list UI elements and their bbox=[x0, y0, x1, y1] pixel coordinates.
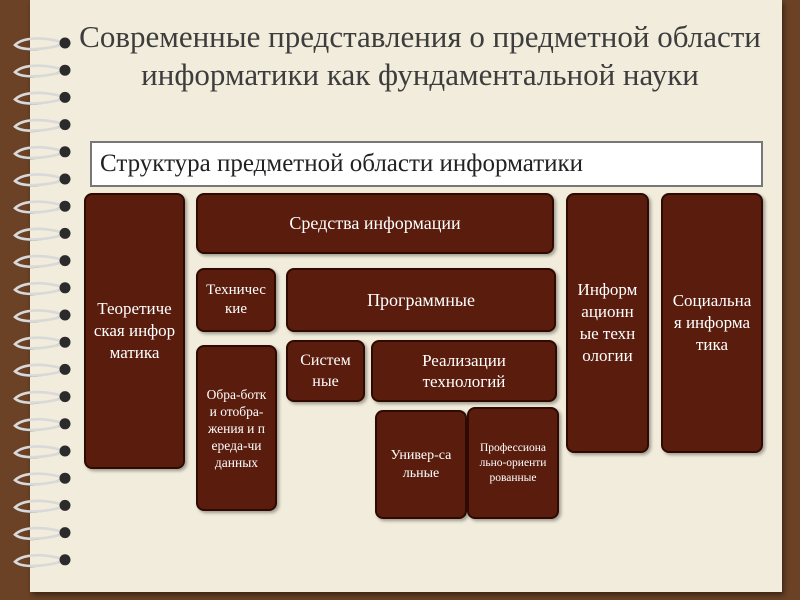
node-data-processing: Обра-ботки отобра-жения и переда-чи данн… bbox=[196, 345, 277, 511]
spiral-ring bbox=[13, 499, 71, 513]
spiral-ring bbox=[13, 309, 71, 323]
spiral-ring bbox=[13, 173, 71, 187]
node-data-processing-label: Обра-ботки отобра-жения и переда-чи данн… bbox=[206, 386, 267, 470]
node-social-informatics: Социальная информатика bbox=[661, 193, 763, 453]
spiral-ring bbox=[13, 227, 71, 241]
node-technology-implementation-label: Реализации технологий bbox=[422, 351, 506, 391]
spiral-ring bbox=[13, 526, 71, 541]
node-professional-label: Профессионально-ориентированные bbox=[479, 441, 547, 484]
spiral-ring bbox=[13, 91, 71, 105]
spiral-ring bbox=[13, 254, 71, 269]
spiral-ring bbox=[13, 200, 71, 214]
node-technical: Технические bbox=[196, 268, 276, 332]
spiral-ring bbox=[13, 553, 71, 568]
spiral-ring bbox=[13, 390, 71, 405]
node-technical-label: Технические bbox=[206, 282, 266, 317]
spiral-ring bbox=[13, 281, 71, 296]
node-information-means: Средства информации bbox=[196, 193, 554, 254]
spiral-ring bbox=[13, 363, 71, 377]
node-software-label: Программные bbox=[367, 289, 475, 310]
node-theoretical-informatics-label: Теоретическая информатика bbox=[93, 299, 176, 362]
node-technology-implementation: Реализации технологий bbox=[371, 340, 557, 402]
node-theoretical-informatics: Теоретическая информатика bbox=[84, 193, 185, 469]
node-information-technologies-label: Информационные технологии bbox=[577, 280, 638, 365]
spiral-ring bbox=[13, 417, 71, 432]
node-software: Программные bbox=[286, 268, 556, 332]
spiral-ring bbox=[13, 336, 71, 350]
node-universal-label: Универ-сальные bbox=[390, 447, 452, 481]
spiral-ring bbox=[13, 37, 71, 51]
node-information-means-label: Средства информации bbox=[289, 213, 461, 233]
node-information-technologies: Информационные технологии bbox=[566, 193, 649, 453]
spiral-ring bbox=[13, 64, 71, 78]
spiral-ring bbox=[13, 472, 71, 486]
slide-title: Современные представления о предметной о… bbox=[79, 19, 761, 92]
node-social-informatics-label: Социальная информатика bbox=[672, 291, 752, 354]
node-system: Системные bbox=[286, 340, 365, 402]
spiral-binding bbox=[13, 37, 71, 568]
node-universal: Универ-сальные bbox=[375, 410, 467, 519]
spiral-ring bbox=[13, 118, 71, 133]
spiral-ring bbox=[13, 145, 71, 160]
node-professional: Профессионально-ориентированные bbox=[467, 407, 559, 519]
spiral-ring bbox=[13, 445, 71, 459]
node-system-label: Системные bbox=[300, 352, 351, 390]
subtitle-box: Структура предметной области информатики bbox=[90, 141, 763, 187]
